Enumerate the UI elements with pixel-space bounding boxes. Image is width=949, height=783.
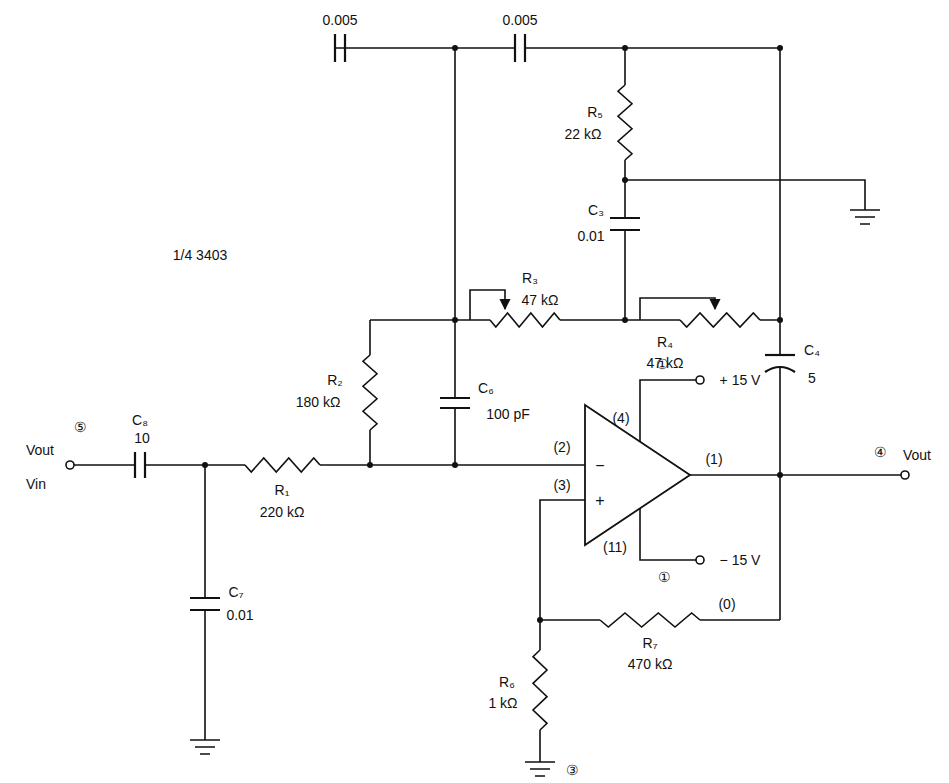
callout-number: ①	[658, 570, 671, 584]
junctions	[202, 45, 783, 623]
capacitor-value: 100 pF	[486, 407, 530, 421]
terminal	[696, 556, 704, 564]
capacitor-value: 0.005	[322, 13, 357, 27]
wire	[190, 465, 220, 754]
resistor-value: 22 kΩ	[565, 127, 602, 141]
capacitor-symbol	[765, 367, 795, 372]
resistor-name: R₁	[275, 483, 290, 497]
resistor-name: R₃	[522, 271, 538, 285]
resistor-value: 220 kΩ	[260, 505, 305, 519]
capacitor-value: 0.01	[226, 608, 253, 622]
callout-number: ①	[656, 357, 669, 371]
junction-dot	[452, 45, 458, 51]
resistor-symbol	[490, 313, 560, 327]
resistor-symbol	[245, 458, 320, 472]
resistor-name: R₅	[587, 105, 603, 119]
resistors	[245, 85, 760, 730]
terminal	[696, 376, 704, 384]
pin-number: (2)	[553, 440, 570, 454]
resistor-symbol	[363, 355, 377, 430]
signal-name: Vout	[26, 443, 54, 457]
capacitor-name: C₄	[804, 343, 820, 357]
resistor-value: 1 kΩ	[488, 696, 517, 710]
wires	[66, 34, 909, 776]
resistor-symbol	[680, 313, 760, 327]
pin-number: (1)	[705, 452, 722, 466]
wire	[335, 47, 780, 49]
supply-label: − 15 V	[720, 553, 761, 567]
wire	[74, 464, 585, 466]
terminal	[66, 461, 74, 469]
junction-dot	[622, 317, 628, 323]
capacitor-name: C₇	[229, 585, 244, 599]
capacitor-symbol	[190, 598, 220, 610]
junction-dot	[537, 617, 543, 623]
capacitor-symbol	[335, 34, 525, 62]
resistor-symbol	[618, 85, 632, 160]
signal-name: Vin	[26, 477, 46, 491]
resistor-value: 470 kΩ	[628, 657, 673, 671]
pin-number: (4)	[612, 411, 629, 425]
junction-dot	[777, 472, 783, 478]
capacitor-symbol	[765, 354, 795, 356]
wire	[454, 48, 456, 465]
wire	[640, 380, 696, 442]
wire	[690, 474, 901, 476]
resistor-value: 180 kΩ	[296, 395, 341, 409]
junction-dot	[452, 462, 458, 468]
capacitor-name: C₆	[478, 381, 494, 395]
junction-dot	[777, 45, 783, 51]
supply-label: + 15 V	[720, 373, 761, 387]
pin-number: (3)	[553, 478, 570, 492]
wire	[525, 500, 585, 776]
signal-name: Vout	[903, 448, 931, 462]
pin-number: (11)	[603, 540, 627, 554]
wire	[640, 508, 696, 560]
capacitor-value: 0.005	[502, 13, 537, 27]
junction-dot	[202, 462, 208, 468]
callout-number: ③	[566, 763, 579, 777]
resistor-symbol	[600, 613, 700, 627]
callout-number: ④	[874, 445, 887, 459]
pin-sign: −	[595, 458, 604, 474]
wire	[624, 48, 626, 320]
capacitor-value: 5	[808, 371, 816, 385]
wire	[779, 48, 781, 620]
junction-dot	[452, 317, 458, 323]
terminal	[901, 471, 909, 479]
resistor-name: R₆	[499, 675, 515, 689]
junction-dot	[622, 177, 628, 183]
capacitor-value: 10	[134, 431, 150, 445]
pin-number: (0)	[718, 597, 735, 611]
resistor-value: 47 kΩ	[522, 293, 559, 307]
resistor-name: R₂	[327, 373, 343, 387]
wiper	[470, 290, 505, 320]
junction-dot	[622, 45, 628, 51]
capacitor-value: 0.01	[577, 229, 604, 243]
resistor-symbol	[533, 650, 547, 730]
part-number: 1/4 3403	[173, 248, 228, 262]
capacitor-symbol	[610, 218, 640, 230]
capacitor-name: C₈	[132, 413, 148, 427]
callout-number: ⑤	[74, 420, 87, 434]
ground-symbol	[625, 180, 880, 224]
junction-dot	[367, 462, 373, 468]
pin-sign: +	[595, 493, 604, 509]
resistor-name: R₇	[643, 636, 658, 650]
capacitor-symbol	[440, 398, 470, 408]
capacitor-symbol	[135, 452, 145, 478]
resistor-name: R₄	[657, 335, 673, 349]
wire	[540, 619, 780, 621]
capacitor-name: C₃	[588, 203, 604, 217]
opamp-symbol	[585, 405, 690, 545]
junction-dot	[777, 317, 783, 323]
